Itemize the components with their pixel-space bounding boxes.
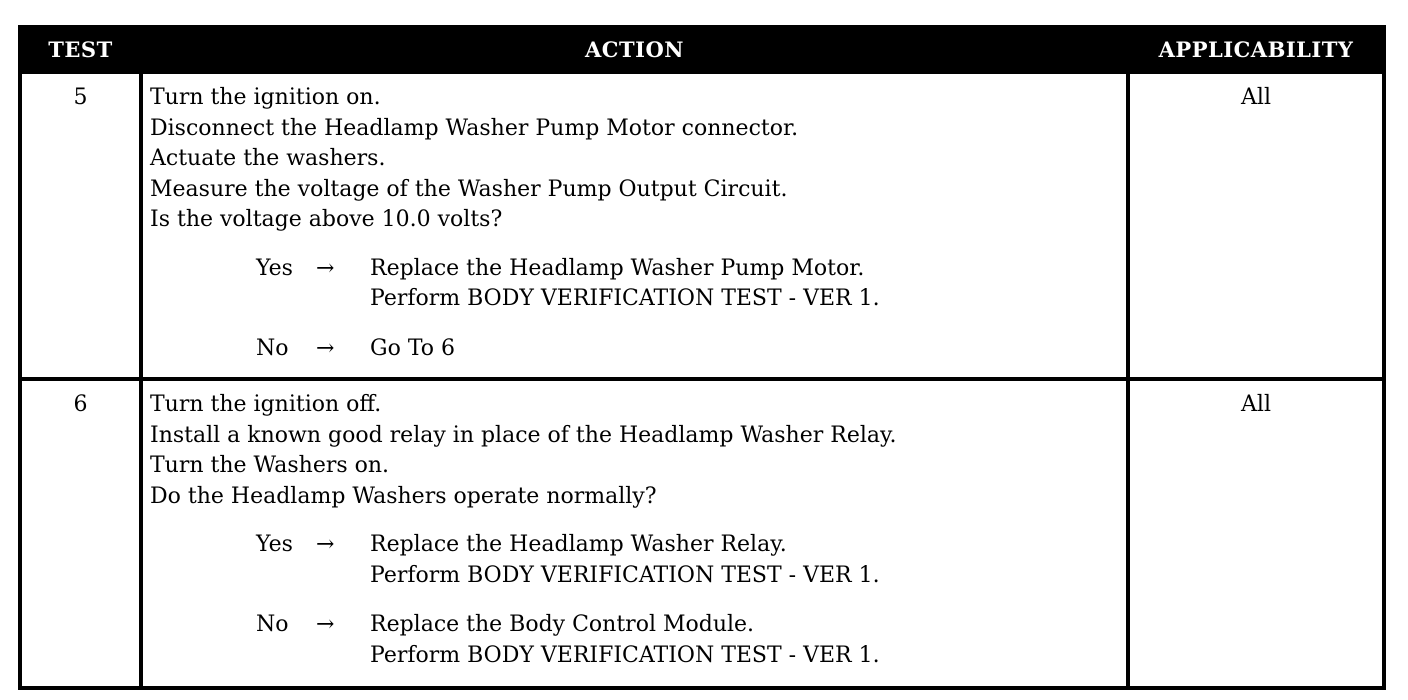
table-header-row: TEST ACTION APPLICABILITY xyxy=(18,25,1386,72)
yes-branch: Yes → Replace the Headlamp Washer Pump M… xyxy=(150,254,1126,315)
result-line: Perform BODY VERIFICATION TEST - VER 1. xyxy=(370,642,880,668)
yes-branch: Yes → Replace the Headlamp Washer Relay.… xyxy=(150,530,1126,591)
header-applicability: APPLICABILITY xyxy=(1126,25,1386,72)
yes-label: Yes xyxy=(256,255,293,281)
header-test: TEST xyxy=(18,25,143,72)
test-number: 6 xyxy=(18,377,143,690)
test-number: 5 xyxy=(18,70,143,381)
action-cell: Turn the ignition off. Install a known g… xyxy=(139,377,1130,690)
result-line: Replace the Body Control Module. xyxy=(370,612,755,637)
action-question: Do the Headlamp Washers operate normally… xyxy=(150,483,657,509)
no-results: Go To 6 xyxy=(370,334,455,365)
diagnostic-test-table: TEST ACTION APPLICABILITY 5 Turn the ign… xyxy=(18,25,1386,690)
yes-results: Replace the Headlamp Washer Pump Motor. … xyxy=(370,254,880,315)
applicability-cell: All xyxy=(1126,70,1386,381)
no-label: No xyxy=(256,335,289,361)
header-action: ACTION xyxy=(139,25,1130,72)
applicability-cell: All xyxy=(1126,377,1386,690)
result-line: Replace the Headlamp Washer Pump Motor. xyxy=(370,255,865,281)
result-line: Replace the Headlamp Washer Relay. xyxy=(370,532,787,557)
action-cell: Turn the ignition on. Disconnect the Hea… xyxy=(139,70,1130,381)
action-step: Turn the ignition on. xyxy=(150,85,381,110)
result-line: Perform BODY VERIFICATION TEST - VER 1. xyxy=(370,562,880,588)
action-step: Actuate the washers. xyxy=(150,146,386,171)
result-line: Perform BODY VERIFICATION TEST - VER 1. xyxy=(370,286,880,311)
goto-link[interactable]: Go To 6 xyxy=(370,335,456,361)
no-results: Replace the Body Control Module. Perform… xyxy=(370,610,880,671)
right-arrow-icon: → xyxy=(316,335,335,361)
no-branch: No → Go To 6 xyxy=(150,334,1126,365)
yes-label: Yes xyxy=(256,532,293,557)
right-arrow-icon: → xyxy=(316,255,335,281)
action-question: Is the voltage above 10.0 volts? xyxy=(150,207,503,232)
right-arrow-icon: → xyxy=(316,612,335,637)
table-row: 5 Turn the ignition on. Disconnect the H… xyxy=(18,70,1386,381)
action-step: Disconnect the Headlamp Washer Pump Moto… xyxy=(150,115,799,141)
action-step: Measure the voltage of the Washer Pump O… xyxy=(150,176,788,202)
no-branch: No → Replace the Body Control Module. Pe… xyxy=(150,610,1126,671)
right-arrow-icon: → xyxy=(316,532,335,557)
action-step: Install a known good relay in place of t… xyxy=(150,422,897,448)
action-step: Turn the ignition off. xyxy=(150,392,382,417)
yes-results: Replace the Headlamp Washer Relay. Perfo… xyxy=(370,530,880,591)
table-row: 6 Turn the ignition off. Install a known… xyxy=(18,377,1386,690)
action-step: Turn the Washers on. xyxy=(150,453,390,478)
no-label: No xyxy=(256,612,289,637)
